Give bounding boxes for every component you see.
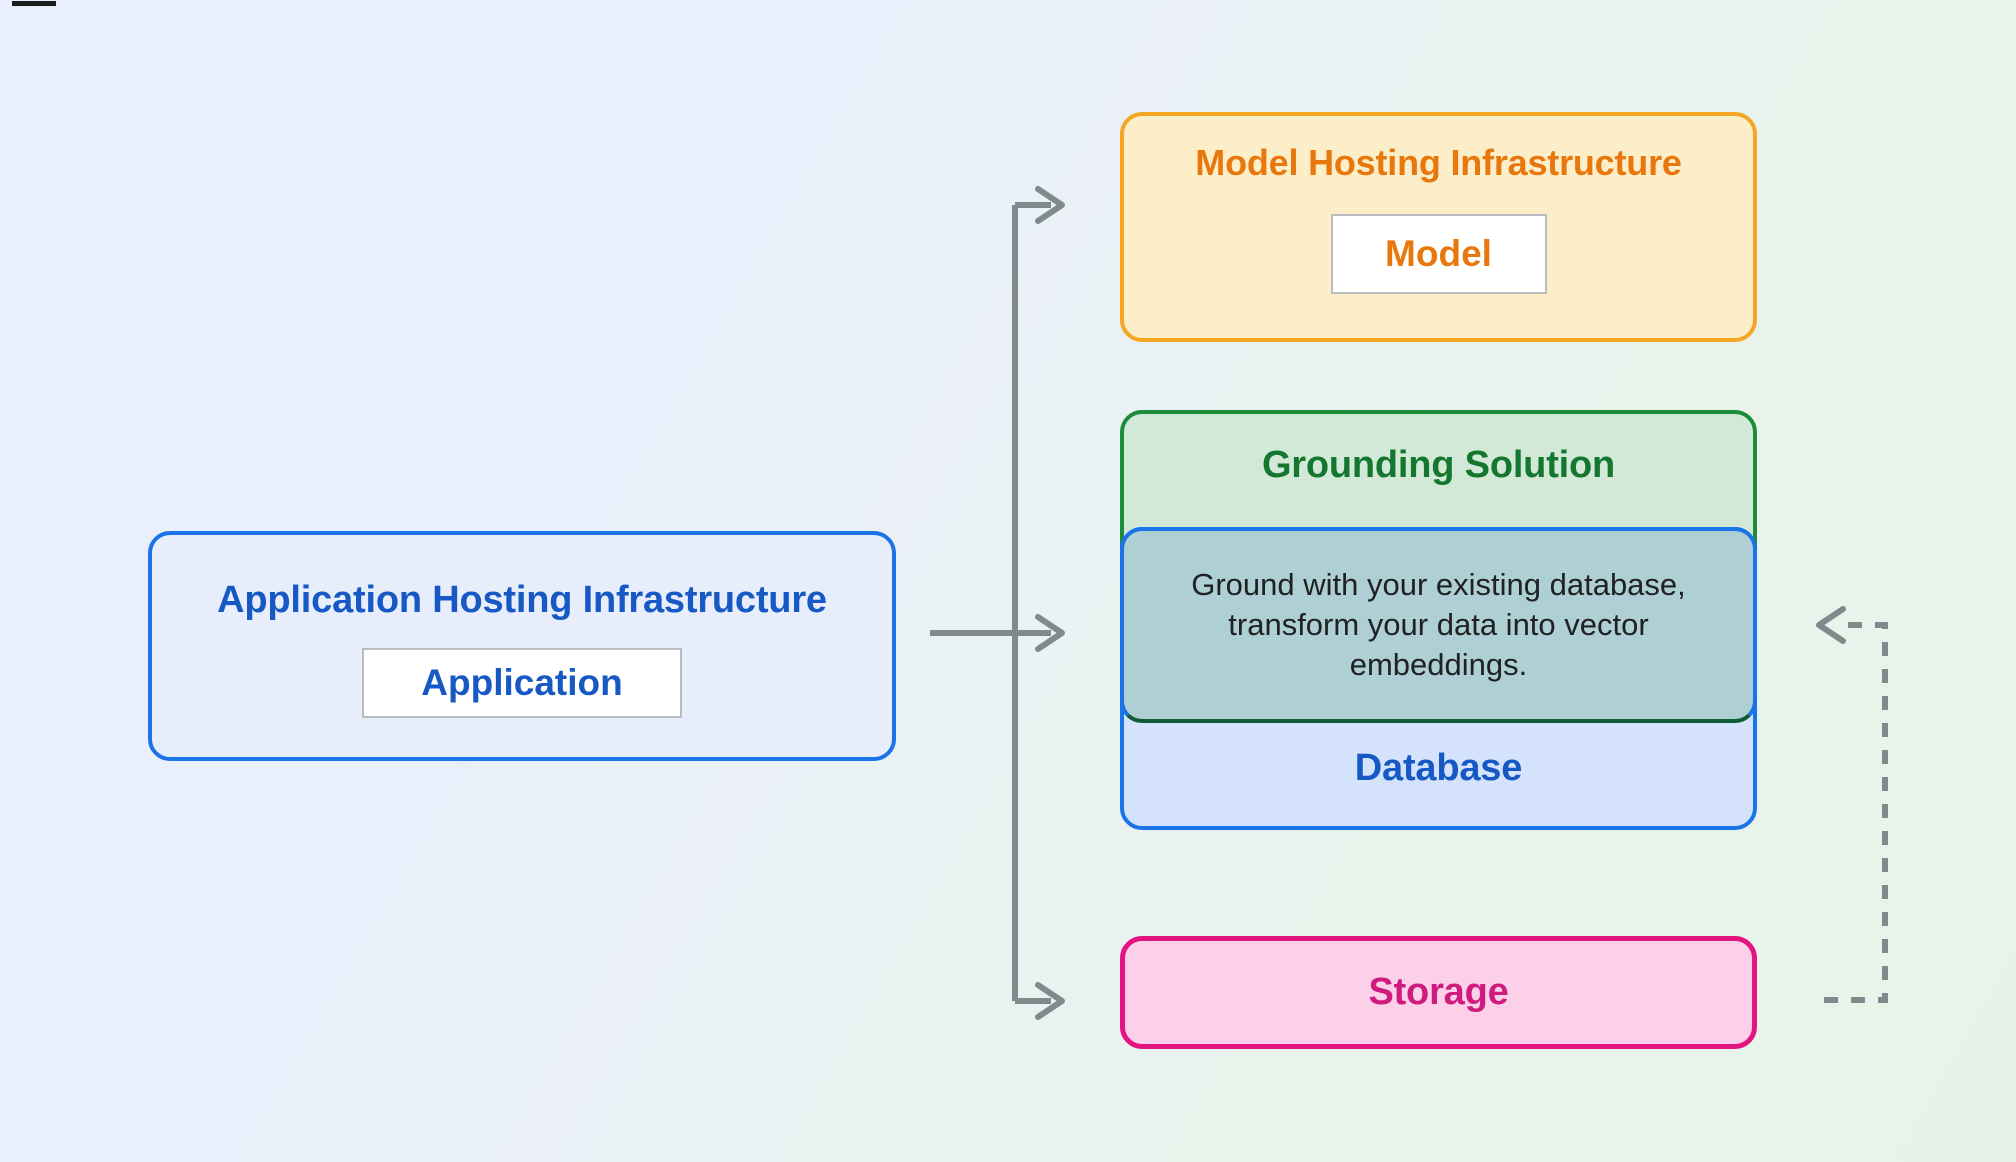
model-hosting-infrastructure-label: Model Hosting Infrastructure — [1195, 142, 1682, 183]
grounding-note-text: Ground with your existing database, tran… — [1191, 566, 1686, 683]
arrowhead-storage-icon — [1035, 982, 1065, 1020]
model-chip[interactable]: Model — [1330, 214, 1547, 294]
grounding-note-panel: Ground with your existing database, tran… — [1120, 527, 1757, 723]
storage-label: Storage — [1368, 971, 1509, 1013]
application-chip[interactable]: Application — [362, 648, 682, 718]
connector-storage-to-database — [1824, 622, 1888, 1003]
arrowhead-grounding-icon — [1035, 614, 1065, 652]
storage-box[interactable]: Storage — [1120, 936, 1757, 1049]
model-hosting-infrastructure-box[interactable]: Model Hosting Infrastructure Model — [1120, 112, 1757, 342]
corner-artifact — [12, 1, 56, 6]
app-hosting-infrastructure-label: Application Hosting Infrastructure — [217, 579, 827, 621]
arrowhead-model-icon — [1035, 186, 1065, 224]
database-label: Database — [1354, 747, 1523, 789]
arrowhead-database-icon — [1816, 606, 1846, 644]
app-hosting-infrastructure-box[interactable]: Application Hosting Infrastructure Appli… — [148, 531, 896, 761]
grounding-solution-label: Grounding Solution — [1261, 444, 1616, 486]
